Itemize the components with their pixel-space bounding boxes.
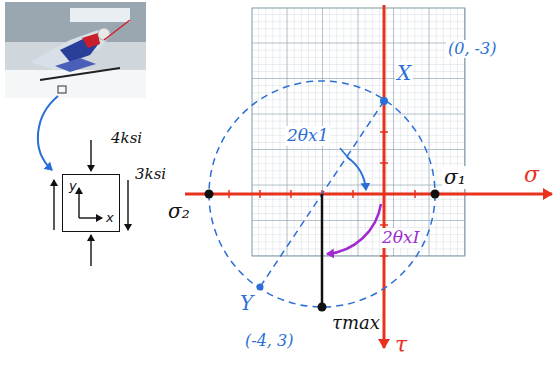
tau-max-line	[321, 194, 324, 307]
point-label: Y	[238, 292, 255, 315]
graph-grid	[252, 8, 465, 256]
angle-label: 2θx1	[285, 126, 330, 146]
tau-max-label: τmax	[330, 313, 382, 334]
sigma-axis	[185, 193, 552, 196]
pointer-arrow	[38, 96, 58, 170]
load-value: 4ksi	[109, 130, 144, 147]
principal-stress: σ₂	[166, 200, 192, 223]
points	[205, 97, 440, 312]
axis-label: y	[69, 179, 77, 192]
load-value: 3ksi	[133, 166, 168, 183]
axis-label: x	[106, 211, 114, 224]
angle-arc	[327, 204, 381, 254]
point-coords: (-4, 3)	[243, 332, 295, 350]
load-arrows	[54, 140, 128, 266]
axis-label: σ	[522, 162, 541, 187]
point-coords: (0, -3)	[446, 40, 498, 58]
axis-label: τ	[393, 332, 409, 357]
principal-stress: σ₁	[442, 166, 468, 189]
angle-label: 2θxI	[380, 228, 421, 248]
tau-axis	[383, 5, 386, 348]
skier-photo	[5, 2, 146, 98]
graph-grid-major	[252, 8, 465, 256]
stress-element: yx	[62, 174, 120, 232]
mohr-circle	[209, 81, 435, 307]
angle-leader	[340, 148, 350, 160]
angle-arc	[347, 157, 366, 190]
point-label: X	[395, 62, 413, 85]
